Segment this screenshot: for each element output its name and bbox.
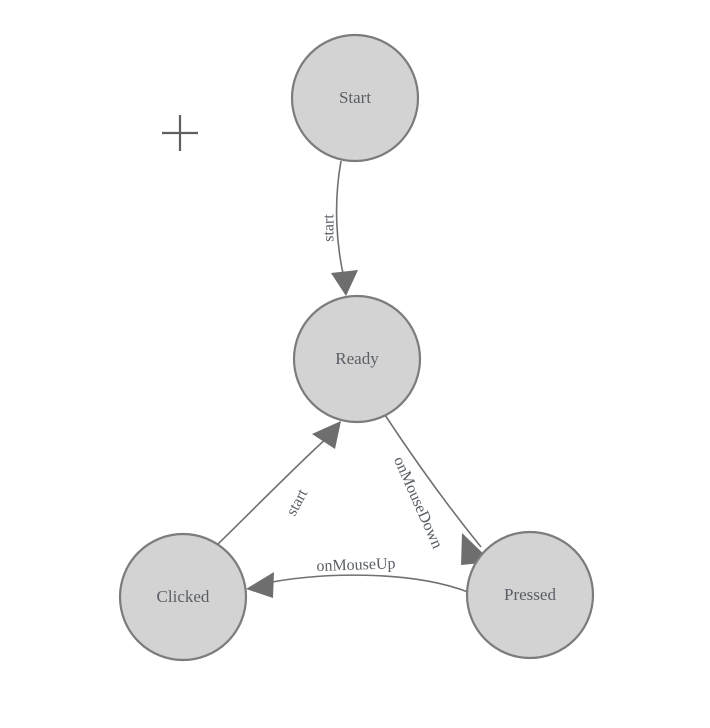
edge-ready-to-pressed-path — [384, 414, 482, 548]
edge-start-to-ready-path — [335, 160, 345, 279]
edge-label-ready-to-pressed: onMouseDown — [390, 454, 446, 551]
node-ready-circle[interactable] — [292, 294, 422, 424]
edge-clicked-to-ready-path — [216, 436, 329, 546]
edge-label-clicked-to-ready: start — [283, 486, 311, 519]
node-ready[interactable]: Ready — [292, 294, 422, 424]
plus-marker[interactable] — [162, 115, 198, 151]
node-clicked-circle[interactable] — [118, 532, 248, 662]
edge-pressed-to-clicked[interactable]: onMouseUp — [246, 555, 469, 598]
edge-label-pressed-to-clicked: onMouseUp — [316, 555, 396, 575]
edge-clicked-to-ready[interactable]: start — [216, 421, 341, 546]
edge-label-start-to-ready: start — [321, 214, 338, 242]
node-start-circle[interactable] — [290, 33, 420, 163]
edge-ready-to-pressed[interactable]: onMouseDown — [384, 414, 492, 565]
node-ready-label: Ready — [335, 349, 379, 368]
node-pressed[interactable]: Pressed — [465, 530, 595, 660]
node-clicked-label: Clicked — [157, 587, 210, 606]
edge-pressed-to-clicked-path — [261, 574, 469, 593]
edge-start-to-ready-arrowhead — [331, 270, 358, 296]
edge-start-to-ready[interactable]: start — [321, 160, 358, 296]
node-start[interactable]: Start — [290, 33, 420, 163]
edge-clicked-to-ready-arrowhead — [312, 421, 341, 449]
edge-pressed-to-clicked-arrowhead — [246, 572, 274, 598]
node-clicked[interactable]: Clicked — [118, 532, 248, 662]
node-start-label: Start — [339, 88, 371, 107]
node-pressed-circle[interactable] — [465, 530, 595, 660]
node-pressed-label: Pressed — [504, 585, 556, 604]
